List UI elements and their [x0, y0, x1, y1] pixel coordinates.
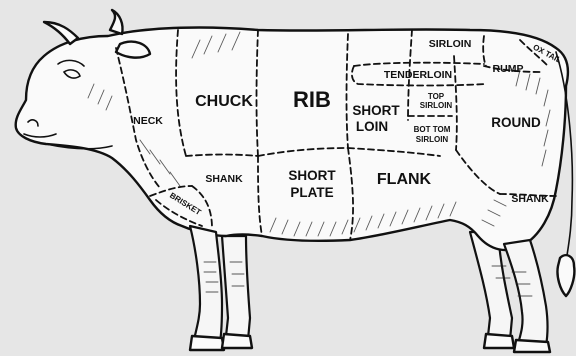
cut-label-round: ROUND — [491, 115, 541, 130]
hoof — [190, 336, 224, 350]
cut-label-rump: RUMP — [493, 63, 524, 75]
front-right-leg — [222, 236, 250, 340]
hoof — [222, 334, 252, 348]
cut-label-neck: NECK — [133, 115, 163, 127]
cow-horn-right — [110, 10, 123, 34]
cut-label-short-loin-1: SHORT — [352, 103, 400, 118]
hoof — [514, 340, 550, 352]
cut-label-shank-rear: SHANK — [511, 193, 549, 205]
cut-label-sirloin: SIRLOIN — [429, 38, 472, 50]
cut-label-short-plate-1: SHORT — [288, 168, 336, 183]
cut-label-top-sirloin-2: SIRLOIN — [420, 101, 453, 110]
cut-label-flank: FLANK — [377, 171, 432, 188]
hoof — [484, 334, 514, 348]
cut-label-bottom-sirloin-2: SIRLOIN — [416, 135, 449, 144]
cut-label-short-loin-2: LOIN — [356, 119, 388, 134]
cut-label-short-plate-2: PLATE — [290, 185, 333, 200]
front-left-leg — [190, 226, 222, 342]
cut-label-bottom-sirloin-1: BOT TOM — [414, 125, 451, 134]
cut-label-shank-front: SHANK — [205, 173, 243, 185]
cut-label-top-sirloin-1: TOP — [428, 92, 445, 101]
cut-label-rib: RIB — [293, 87, 331, 112]
tail-tuft — [557, 255, 574, 296]
cow-horn-left — [44, 22, 78, 44]
cut-label-tenderloin: TENDERLOIN — [384, 69, 452, 81]
cut-label-chuck: CHUCK — [195, 93, 253, 110]
